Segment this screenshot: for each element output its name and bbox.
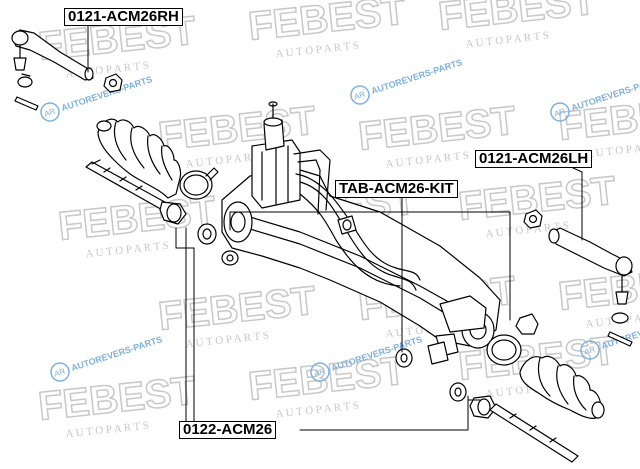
leader-lines [87, 23, 583, 431]
rack-end-rh-part [85, 159, 187, 225]
tie-rod-end-rh-part [11, 29, 94, 111]
label-tie-rod-end-lh: 0121-ACM26LH [475, 150, 593, 168]
boot-lh-part [519, 355, 605, 419]
svg-text:AR: AR [553, 107, 567, 119]
mount-bushing-2 [221, 250, 239, 266]
lock-nut-rh [103, 73, 123, 93]
svg-text:AR: AR [43, 107, 57, 119]
steering-rack-housing [221, 101, 501, 357]
mount-bushing-4 [395, 348, 413, 368]
boot-clamp-lh [486, 334, 522, 366]
label-bushing-kit: TAB-ACM26-KIT [335, 180, 458, 198]
svg-text:AR: AR [313, 367, 327, 379]
boot-clamp-rh [179, 167, 219, 200]
boot-rh-part [96, 118, 182, 199]
mount-bushing-3 [515, 313, 539, 335]
svg-text:AR: AR [353, 90, 367, 102]
rack-end-lh-part [449, 382, 579, 463]
tie-rod-end-lh-part [548, 227, 633, 347]
mount-bushing-1 [337, 215, 357, 235]
label-tie-rod-end-rh: 0121-ACM26RH [64, 8, 183, 26]
mount-bushing-5 [427, 341, 449, 365]
washer-rh [197, 223, 217, 245]
lock-nut-lh [523, 209, 543, 229]
label-rack-end: 0122-ACM26 [179, 421, 277, 439]
svg-text:AR: AR [583, 345, 597, 357]
svg-text:AR: AR [53, 367, 67, 379]
